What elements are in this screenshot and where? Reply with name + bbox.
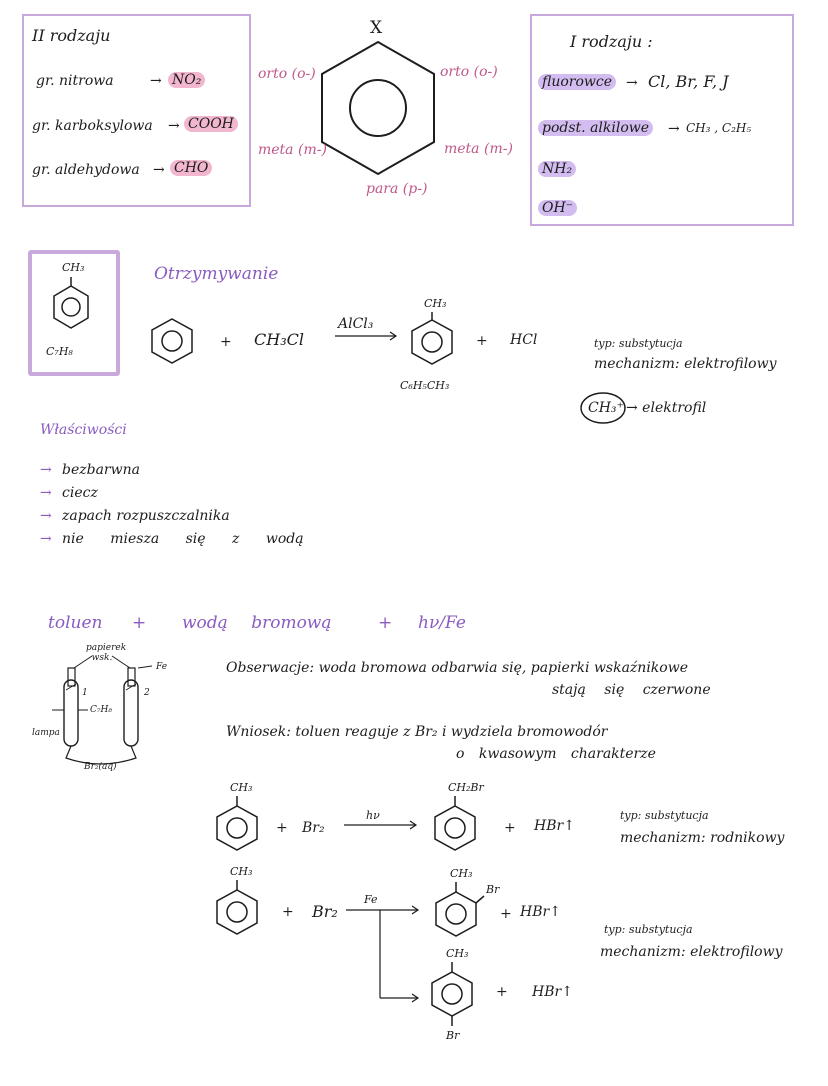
nh2-label: NH₂ <box>538 161 577 177</box>
r2-condition: Fe <box>364 893 378 906</box>
indicator-paper-label: papierek wsk. <box>86 643 127 663</box>
plus-sign: + <box>378 613 393 633</box>
bullet-arrow: → <box>40 485 52 501</box>
plus-sign: + <box>282 904 294 920</box>
orto-right-label: orto (o-) <box>440 64 498 80</box>
carboxyl-label: gr. karboksylowa <box>32 118 153 134</box>
r2-ortho-br: Br <box>486 883 500 896</box>
box-right-title: I rodzaju : <box>570 32 653 51</box>
property-item: ciecz <box>62 485 98 501</box>
bullet-arrow: → <box>40 508 52 524</box>
lamp-label: lampa <box>32 728 60 738</box>
meta-left-label: meta (m-) <box>258 142 327 158</box>
plus-sign: + <box>504 820 516 836</box>
tube-2-label: 2 <box>144 688 150 698</box>
byproduct-hcl: HCl <box>510 332 538 348</box>
wlasciwosci-heading: Właściwości <box>40 422 127 438</box>
r1-mechanism: mechanizm: rodnikowy <box>620 830 785 846</box>
r2-mechanism: mechanizm: elektrofilowy <box>600 944 783 960</box>
r1-product-substituent: CH₂Br <box>448 781 484 794</box>
alkyl-label: podst. alkilowe <box>538 120 654 136</box>
plus-sign: + <box>276 820 288 836</box>
box-left-title: II rodzaju <box>32 26 111 45</box>
r1-type: typ: substytucja <box>620 809 709 822</box>
toluene-box <box>28 250 120 376</box>
para-label: para (p-) <box>366 181 428 197</box>
fluor-label: fluorowce <box>538 74 617 90</box>
arrow: → <box>168 118 180 134</box>
plus-sign: + <box>500 906 512 922</box>
plus-sign: + <box>476 333 488 349</box>
bromine-heading-toluen: toluen <box>48 613 103 633</box>
r1-byproduct: HBr↑ <box>534 818 575 834</box>
nitro-formula: NO₂ <box>168 72 206 88</box>
tube-content-label: C₇H₈ <box>90 705 112 715</box>
r2-reagent: Br₂ <box>312 902 338 921</box>
arrow: → <box>153 162 165 178</box>
r2-para-br: Br <box>446 1029 460 1042</box>
property-item: nie miesza się z wodą <box>62 531 304 547</box>
tube-1-label: 1 <box>82 688 88 698</box>
substituent-x: X <box>370 18 383 38</box>
bromine-heading-conditions: hν/Fe <box>418 613 466 633</box>
bullet-arrow: → <box>40 531 52 547</box>
product-formula: C₆H₅CH₃ <box>400 379 450 392</box>
toluene-ch3: CH₃ <box>62 261 85 274</box>
aldehyde-label: gr. aldehydowa <box>32 162 140 178</box>
plus-sign: + <box>132 613 147 633</box>
r2-byproduct-2: HBr↑ <box>532 984 573 1000</box>
arrow: → <box>626 75 638 91</box>
bromine-water-label: Br₂(aq) <box>84 762 117 772</box>
observations-text-2: stają się czerwone <box>552 682 711 698</box>
r2-ortho-ch3: CH₃ <box>450 867 473 880</box>
bromine-heading-water: wodą bromową <box>182 613 332 633</box>
fluor-items: Cl, Br, F, J <box>648 72 729 91</box>
meta-right-label: meta (m-) <box>444 141 513 157</box>
fe-label: Fe <box>156 662 168 672</box>
conclusion-text-2: o kwasowym charakterze <box>456 746 656 762</box>
toluene-formula: C₇H₈ <box>46 345 73 358</box>
reaction-type: typ: substytucja <box>594 337 683 350</box>
r2-type: typ: substytucja <box>604 923 693 936</box>
plus-sign: + <box>220 334 232 350</box>
nitro-label: gr. nitrowa <box>36 73 114 89</box>
otrzymywanie-heading: Otrzymywanie <box>154 264 279 284</box>
reagent-ch3cl: CH₃Cl <box>254 330 304 349</box>
electrophile-formula: CH₃⁺ <box>588 400 624 416</box>
bullet-arrow: → <box>40 462 52 478</box>
arrow: → <box>668 121 680 137</box>
arrow: → <box>150 73 162 89</box>
product-ch3: CH₃ <box>424 297 447 310</box>
property-item: bezbarwna <box>62 462 140 478</box>
aldehyde-formula: CHO <box>170 160 213 176</box>
reaction-mechanism: mechanizm: elektrofilowy <box>594 356 777 372</box>
box-first-order <box>530 14 794 226</box>
property-item: zapach rozpuszczalnika <box>62 508 230 524</box>
r1-condition: hν <box>366 809 380 822</box>
oh-label: OH⁻ <box>538 200 578 216</box>
r1-ch3: CH₃ <box>230 781 253 794</box>
plus-sign: + <box>496 984 508 1000</box>
catalyst-alcl3: AlCl₃ <box>338 316 374 332</box>
r2-ch3: CH₃ <box>230 865 253 878</box>
electrophile-label: → elektrofil <box>626 400 707 416</box>
r1-reagent: Br₂ <box>302 820 325 836</box>
alkyl-items: CH₃ , C₂H₅ <box>686 121 752 135</box>
r2-byproduct: HBr↑ <box>520 904 561 920</box>
r2-para-ch3: CH₃ <box>446 947 469 960</box>
observations-text: Obserwacje: woda bromowa odbarwia się, p… <box>226 660 688 676</box>
carboxyl-formula: COOH <box>184 116 238 132</box>
orto-left-label: orto (o-) <box>258 66 316 82</box>
box-second-order <box>22 14 251 207</box>
conclusion-text: Wniosek: toluen reaguje z Br₂ i wydziela… <box>226 724 608 740</box>
